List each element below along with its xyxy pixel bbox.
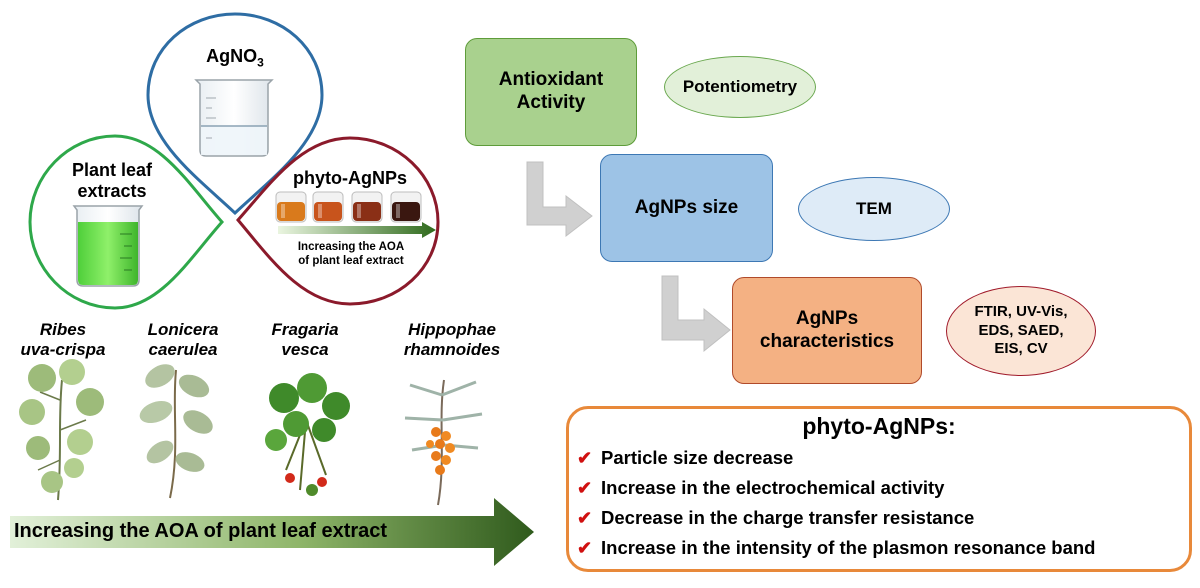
- small-gradient-arrow-icon: [278, 222, 436, 238]
- extract-label: Plant leaf extracts: [71, 160, 153, 201]
- vial-icon: [351, 191, 383, 223]
- finding-item: ✔Increase in the electrochemical activit…: [577, 477, 945, 498]
- characterization-methods-oval: FTIR, UV-Vis,EDS, SAED,EIS, CV: [946, 286, 1096, 376]
- flow-arrow-2: [661, 275, 731, 353]
- reagent-label: AgNO3: [206, 46, 264, 70]
- finding-item: ✔Particle size decrease: [577, 447, 794, 468]
- agnps-size-box: AgNPs size: [600, 154, 773, 262]
- silver-nitrate-beaker-icon: [194, 79, 274, 157]
- checkmark-icon: ✔: [577, 478, 593, 498]
- product-gradient-caption: Increasing the AOA of plant leaf extract: [297, 241, 405, 268]
- green-extract-beaker-icon: [72, 205, 144, 287]
- findings-panel: phyto-AgNPs: ✔Particle size decrease ✔In…: [566, 406, 1192, 572]
- finding-item: ✔Increase in the intensity of the plasmo…: [577, 537, 1096, 558]
- tem-oval: TEM: [798, 177, 950, 241]
- checkmark-icon: ✔: [577, 508, 593, 528]
- aoa-gradient-arrow: [10, 498, 534, 566]
- hippophae-plant-icon: [404, 379, 483, 506]
- ribes-plant-icon: [19, 359, 104, 501]
- fragaria-plant-icon: [265, 373, 350, 496]
- product-label: phyto-AgNPs: [293, 168, 407, 188]
- lonicera-plant-icon: [139, 364, 213, 499]
- vial-icon: [275, 191, 307, 223]
- finding-item: ✔Decrease in the charge transfer resista…: [577, 507, 975, 528]
- checkmark-icon: ✔: [577, 538, 593, 558]
- findings-title: phyto-AgNPs:: [802, 413, 956, 439]
- flow-arrow-1: [526, 161, 593, 238]
- vial-icon: [312, 191, 344, 223]
- vial-icon: [390, 191, 422, 223]
- nanoparticle-vials: [275, 191, 422, 223]
- aoa-arrow-label: Increasing the AOA of plant leaf extract: [14, 520, 388, 542]
- potentiometry-oval: Potentiometry: [664, 56, 816, 118]
- checkmark-icon: ✔: [577, 448, 593, 468]
